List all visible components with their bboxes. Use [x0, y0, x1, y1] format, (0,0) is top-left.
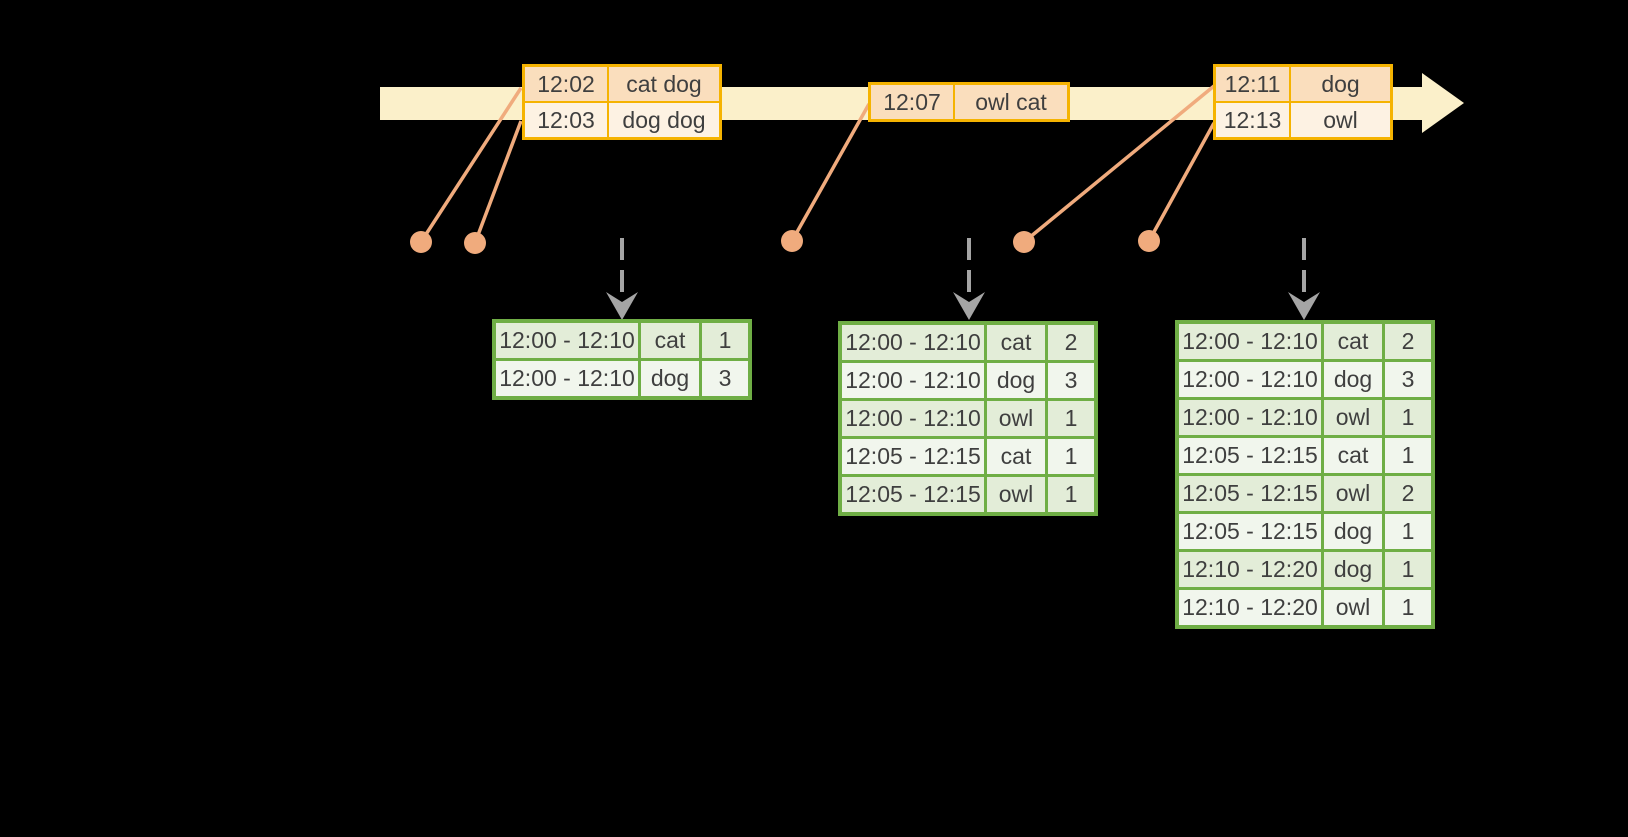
count-cell: 1 — [1385, 552, 1431, 587]
event-time-cell: 12:13 — [1216, 103, 1289, 137]
connector-line-1 — [419, 87, 523, 243]
connector-line-5 — [1147, 122, 1216, 242]
event-time-dot-1 — [410, 231, 432, 253]
count-cell: 1 — [1048, 401, 1094, 436]
connector-line-4 — [1022, 84, 1216, 244]
window-cell: 12:05 - 12:15 — [842, 477, 984, 512]
word-cell: owl — [1324, 590, 1382, 625]
event-time-dot-2 — [464, 232, 486, 254]
count-cell: 1 — [1048, 439, 1094, 474]
word-cell: cat — [641, 323, 699, 358]
window-cell: 12:10 - 12:20 — [1179, 590, 1321, 625]
event-time-dot-4 — [1013, 231, 1035, 253]
window-cell: 12:05 - 12:15 — [842, 439, 984, 474]
event-time-cell: 12:07 — [871, 85, 953, 119]
window-cell: 12:00 - 12:10 — [496, 323, 638, 358]
word-cell: dog — [987, 363, 1045, 398]
window-cell: 12:00 - 12:10 — [1179, 362, 1321, 397]
word-cell: dog — [641, 361, 699, 396]
count-cell: 2 — [1048, 325, 1094, 360]
word-cell: owl — [987, 477, 1045, 512]
count-cell: 1 — [1385, 400, 1431, 435]
timeline-arrowhead-icon — [1422, 73, 1464, 133]
event-time-cell: 12:11 — [1216, 67, 1289, 101]
count-cell: 2 — [1385, 476, 1431, 511]
trigger-arrowhead-icon-1 — [606, 292, 638, 320]
event-words-cell: cat dog — [609, 67, 719, 101]
word-cell: dog — [1324, 362, 1382, 397]
count-cell: 2 — [1385, 324, 1431, 359]
word-cell: cat — [1324, 438, 1382, 473]
window-cell: 12:00 - 12:10 — [1179, 400, 1321, 435]
word-cell: cat — [987, 325, 1045, 360]
event-words-cell: owl cat — [955, 85, 1067, 119]
count-cell: 3 — [1385, 362, 1431, 397]
word-cell: owl — [1324, 476, 1382, 511]
count-cell: 1 — [702, 323, 748, 358]
window-cell: 12:05 - 12:15 — [1179, 438, 1321, 473]
event-time-dot-5 — [1138, 230, 1160, 252]
event-words-cell: dog dog — [609, 103, 719, 137]
event-words-cell: dog — [1291, 67, 1390, 101]
count-cell: 1 — [1385, 590, 1431, 625]
event-time-cell: 12:02 — [525, 67, 607, 101]
connector-line-2 — [473, 120, 523, 244]
word-cell: dog — [1324, 552, 1382, 587]
count-cell: 1 — [1385, 514, 1431, 549]
count-cell: 3 — [1048, 363, 1094, 398]
word-cell: cat — [1324, 324, 1382, 359]
word-cell: owl — [987, 401, 1045, 436]
count-cell: 3 — [702, 361, 748, 396]
trigger-arrowhead-icon-2 — [953, 292, 985, 320]
window-cell: 12:00 - 12:10 — [496, 361, 638, 396]
window-cell: 12:10 - 12:20 — [1179, 552, 1321, 587]
window-cell: 12:05 - 12:15 — [1179, 476, 1321, 511]
word-cell: owl — [1324, 400, 1382, 435]
count-cell: 1 — [1385, 438, 1431, 473]
word-cell: cat — [987, 439, 1045, 474]
count-cell: 1 — [1048, 477, 1094, 512]
window-cell: 12:00 - 12:10 — [1179, 324, 1321, 359]
window-cell: 12:00 - 12:10 — [842, 325, 984, 360]
event-time-dot-3 — [781, 230, 803, 252]
word-cell: dog — [1324, 514, 1382, 549]
window-cell: 12:00 - 12:10 — [842, 363, 984, 398]
event-words-cell: owl — [1291, 103, 1390, 137]
trigger-arrowhead-icon-3 — [1288, 292, 1320, 320]
connector-line-3 — [790, 103, 871, 242]
window-cell: 12:00 - 12:10 — [842, 401, 984, 436]
event-time-cell: 12:03 — [525, 103, 607, 137]
window-cell: 12:05 - 12:15 — [1179, 514, 1321, 549]
